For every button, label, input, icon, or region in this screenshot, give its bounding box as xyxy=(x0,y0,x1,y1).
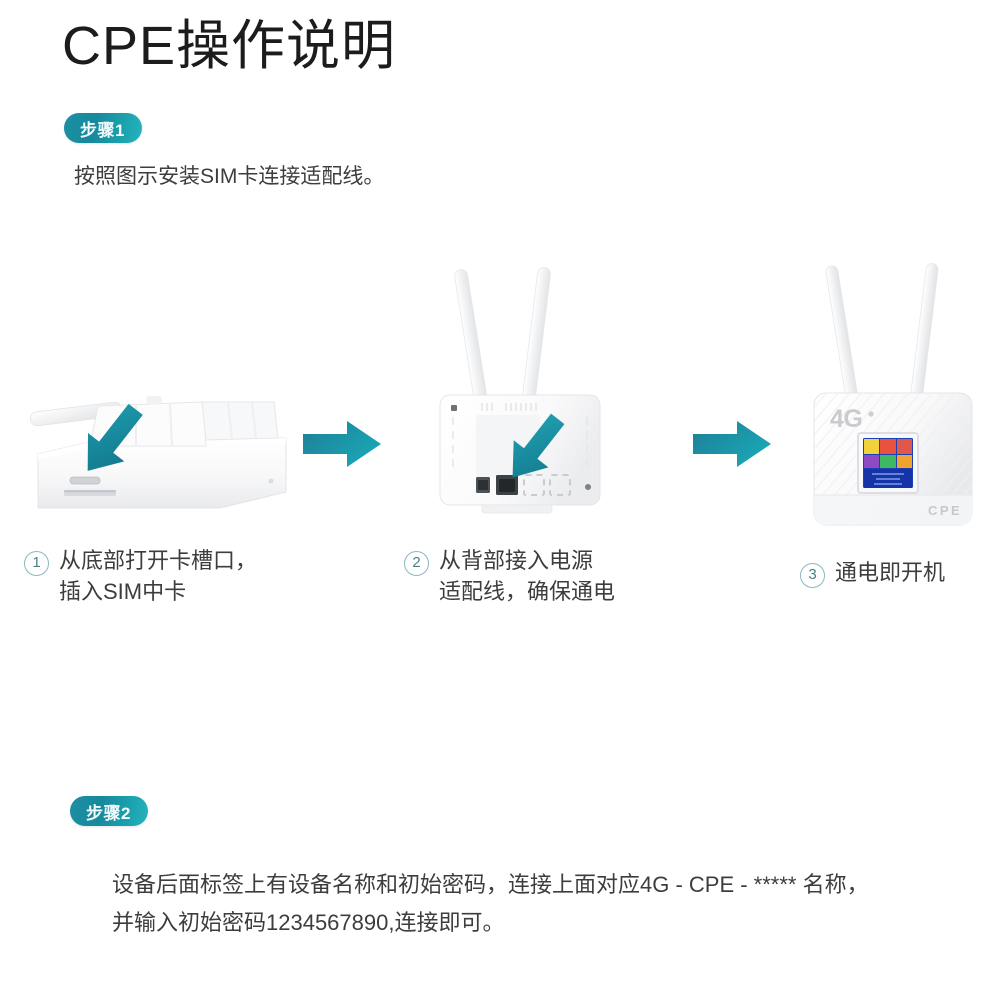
antenna-left xyxy=(454,269,488,403)
step-1-description: 按照图示安装SIM卡连接适配线。 xyxy=(74,165,385,188)
page-title: CPE操作说明 xyxy=(62,16,397,76)
flow-caption-1: 1 从底部打开卡槽口， 插入SIM中卡 xyxy=(24,545,257,607)
flow-caption-2: 2 从背部接入电源 适配线，确保通电 xyxy=(404,545,615,607)
port-row xyxy=(476,474,571,496)
caption-number-1: 1 xyxy=(24,551,49,576)
spare-port-1 xyxy=(523,474,545,496)
installation-flow: 4G CPE xyxy=(0,255,1000,535)
caption-number-3: 3 xyxy=(800,563,825,588)
antenna-left xyxy=(825,265,859,405)
lcd-screen xyxy=(857,432,919,494)
spare-port-2 xyxy=(549,474,571,496)
step-2-description: 设备后面标签上有设备名称和初始密码，连接上面对应4G - CPE - *****… xyxy=(112,872,869,935)
side-vents xyxy=(452,417,588,467)
device-front-view: 4G CPE xyxy=(800,255,985,540)
router-base xyxy=(37,437,287,509)
reset-hole xyxy=(451,405,457,411)
antenna-right xyxy=(522,267,551,404)
cpe-logo: CPE xyxy=(928,503,962,518)
caption-text-1: 从底部打开卡槽口， 插入SIM中卡 xyxy=(59,548,258,604)
caption-number-2: 2 xyxy=(404,551,429,576)
pointer-arrow-down-left xyxy=(512,413,565,478)
antenna-hinge xyxy=(146,396,162,404)
step-1-badge: 步骤1 xyxy=(64,113,142,143)
indicator-dot xyxy=(585,484,591,490)
pointer-arrow-down-left xyxy=(87,403,143,471)
device-bottom-view xyxy=(28,380,293,520)
device-back-view xyxy=(420,255,620,523)
sim-slot xyxy=(64,476,116,496)
svg-text:4G: 4G xyxy=(830,405,862,433)
antenna-right xyxy=(909,263,939,405)
flow-arrow-1 xyxy=(303,415,383,473)
4g-logo: 4G xyxy=(830,405,874,433)
screw-dot xyxy=(268,478,274,484)
vent-slots xyxy=(481,403,537,411)
flow-arrow-2 xyxy=(693,415,773,473)
flow-caption-3: 3 通电即开机 xyxy=(800,557,945,588)
caption-text-3: 通电即开机 xyxy=(835,560,946,585)
caption-text-2: 从背部接入电源 适配线，确保通电 xyxy=(439,548,616,604)
step-2-badge: 步骤2 xyxy=(70,796,148,826)
stand xyxy=(481,504,553,514)
